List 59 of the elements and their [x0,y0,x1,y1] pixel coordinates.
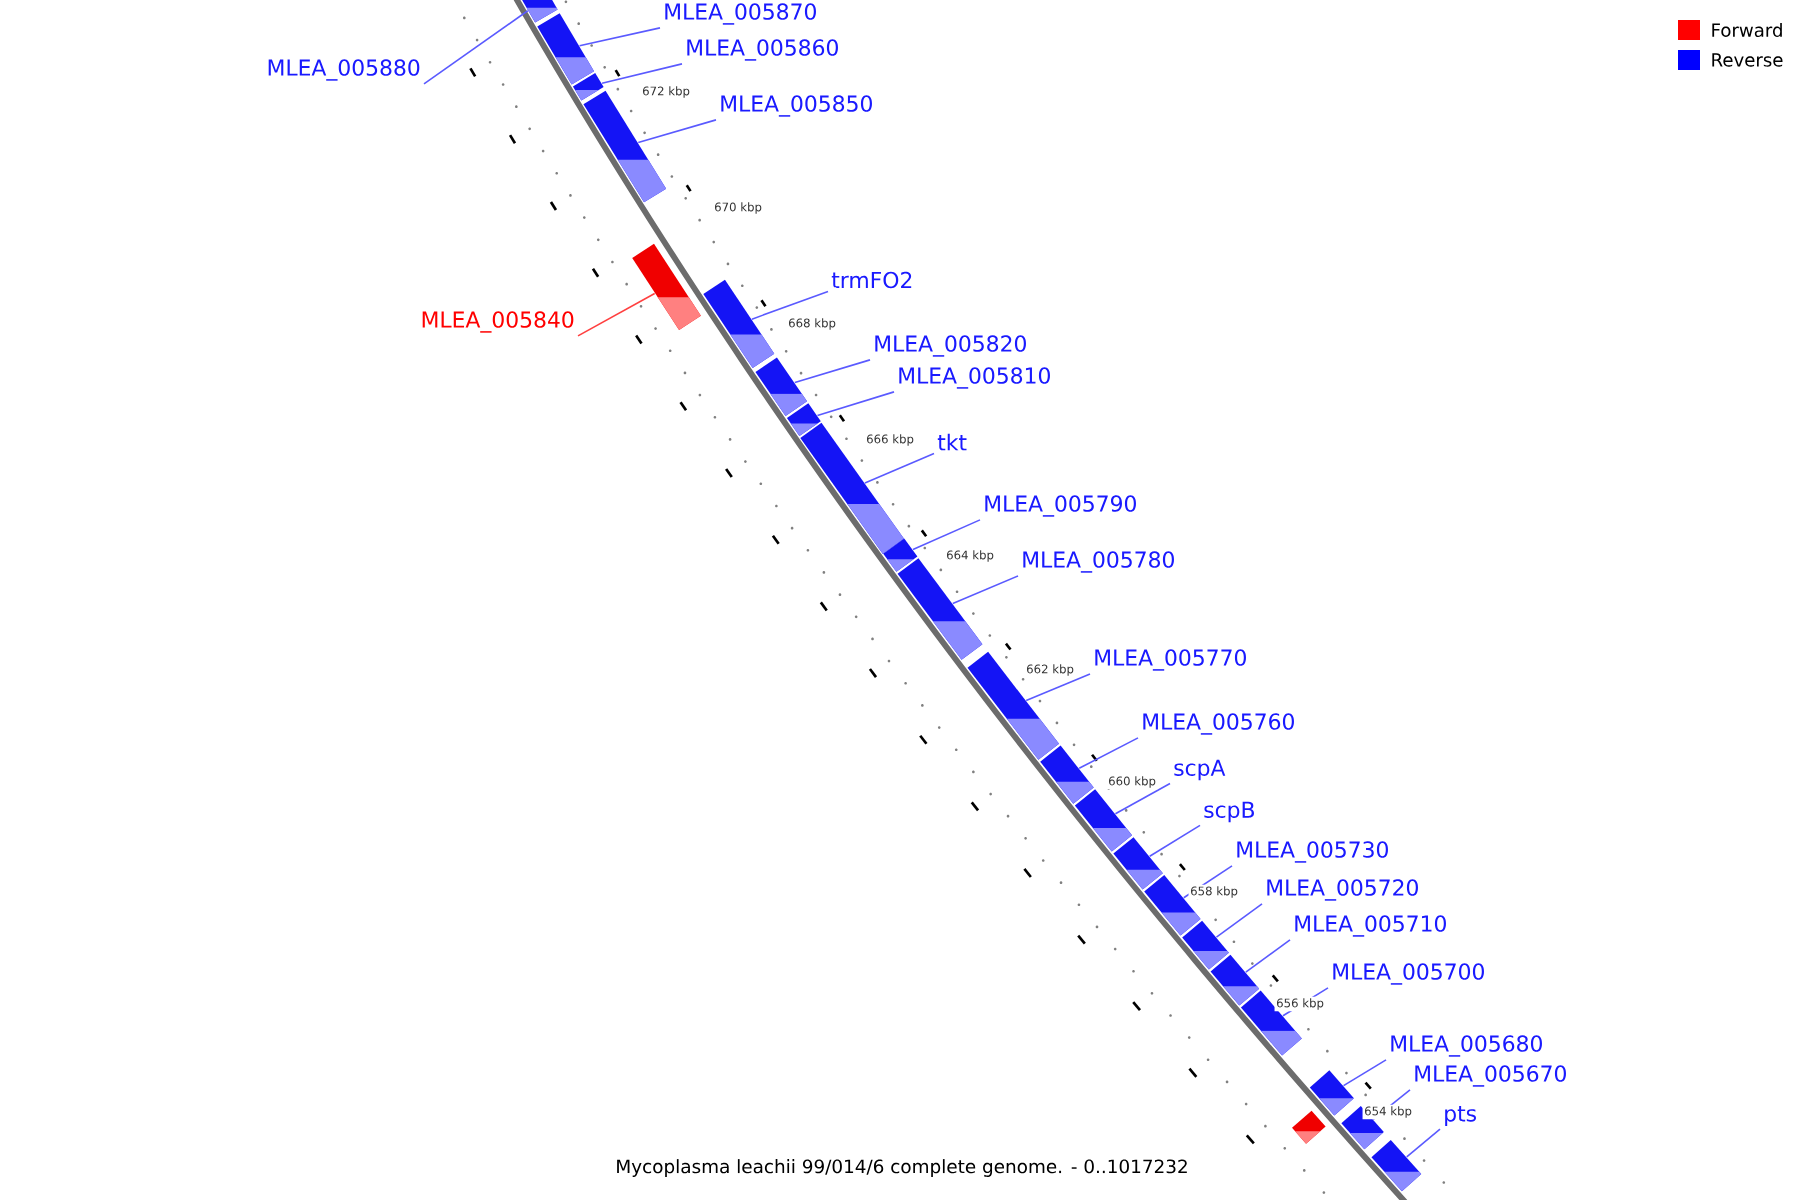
gene-label: scpA [1174,759,1226,781]
gene-feature [1371,1139,1422,1192]
gene-label: MLEA_005790 [985,495,1136,517]
gene-feature [755,357,807,417]
gene-label: MLEA_005870 [665,3,816,25]
leader-line [601,63,683,85]
leader-line [1405,1128,1441,1158]
gene-label: MLEA_005850 [721,95,872,117]
gene-feature [632,243,701,330]
gene-feature [1309,1070,1354,1116]
leader-line [578,27,661,47]
gene-label: MLEA_005880 [268,59,420,81]
gene-label: MLEA_005710 [1295,915,1446,937]
leader-line [423,9,529,85]
legend-label: Reverse [1712,53,1783,67]
gene-feature [520,0,558,23]
leader-line [1245,939,1291,973]
gene-label: pts [1445,1106,1476,1126]
leader-line [577,292,656,337]
gene-label: trmFO2 [831,271,912,289]
gene-label: MLEA_005810 [899,367,1050,389]
leader-line [637,119,717,144]
leader-line [912,519,981,551]
leader-line [1342,1059,1387,1087]
gene-label: MLEA_005760 [1143,713,1294,735]
leader-line [952,575,1019,605]
leader-line [816,391,895,417]
gene-label: tkt [937,433,967,451]
leader-line [1215,903,1263,938]
gene-feature [537,13,594,85]
gene-feature [703,279,775,369]
gene-label: MLEA_005820 [875,335,1026,357]
leader-line [864,452,935,484]
gene-label: MLEA_005730 [1237,841,1388,863]
gene-feature [897,558,983,660]
gene-feature [1074,789,1133,852]
leader-line [794,359,871,384]
caption: Mycoplasma leachii 99/014/6 complete genome. - 0..1017232 [617,1159,1187,1177]
gene-label: MLEA_005840 [422,311,574,333]
gene-feature [1182,920,1229,970]
gene-label: MLEA_005700 [1333,963,1484,985]
leader-line [1148,824,1201,858]
gene-feature [583,90,667,203]
leader-line [751,290,829,320]
gene-label: MLEA_005770 [1095,649,1246,671]
gene-feature [1040,745,1094,804]
gene-label: MLEA_005720 [1267,879,1418,901]
gene-feature [1210,954,1260,1006]
gene-label: MLEA_005670 [1415,1065,1566,1087]
legend-label: Forward [1712,22,1782,37]
gene-feature [1292,1110,1326,1144]
gene-label: MLEA_005780 [1023,551,1174,573]
leader-line [1114,782,1171,815]
gene-label: MLEA_005680 [1391,1035,1542,1057]
gene-label: scpB [1204,801,1254,823]
gene-feature [1113,837,1163,890]
leader-line [1078,737,1139,770]
gene-label: MLEA_005860 [687,39,838,61]
leader-line [1025,673,1091,702]
